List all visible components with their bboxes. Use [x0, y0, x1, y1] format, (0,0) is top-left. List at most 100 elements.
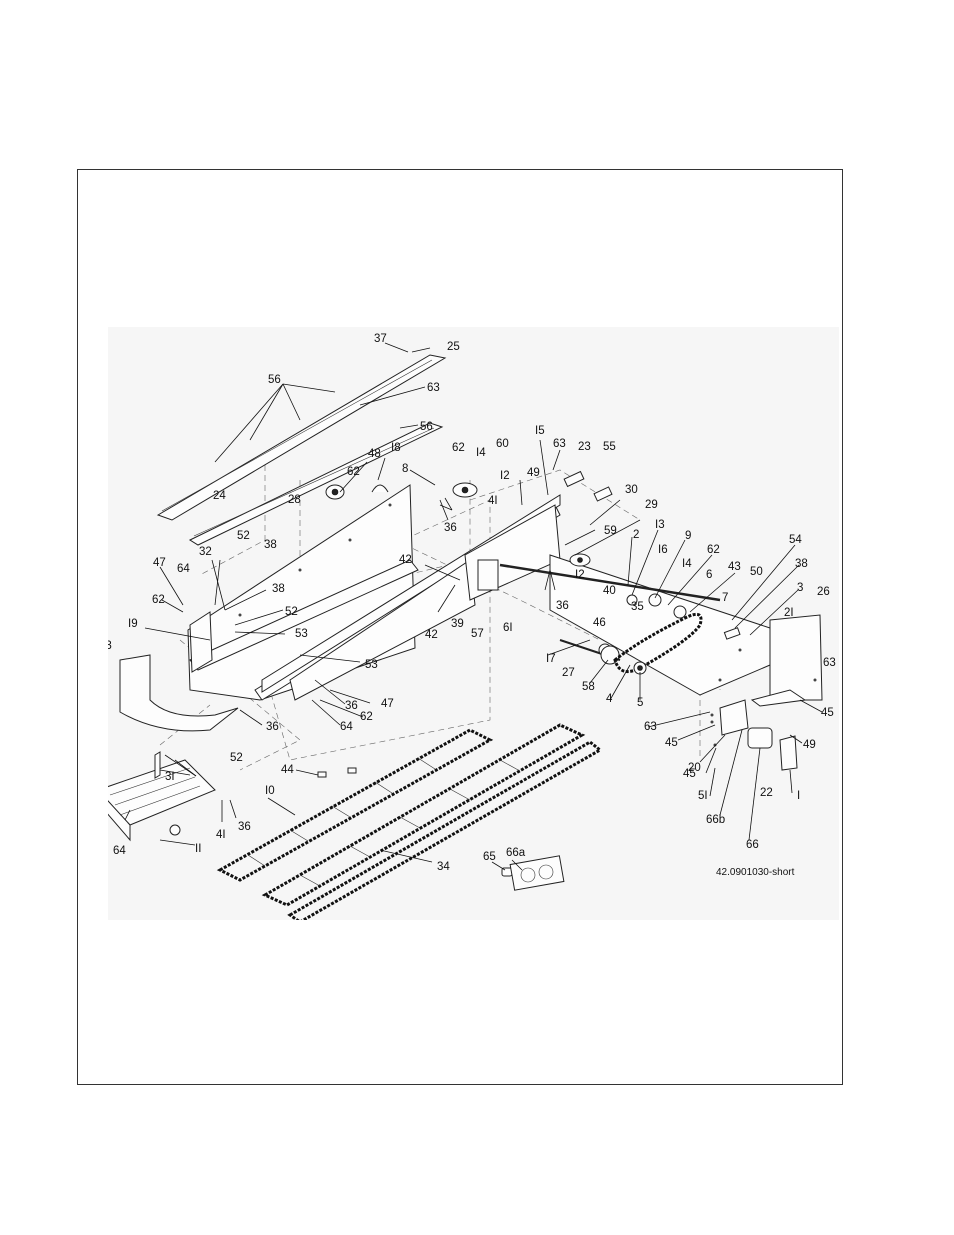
callout-46: 46	[593, 617, 606, 629]
callout-1: I	[797, 790, 800, 802]
bearing-assemblies	[325, 470, 741, 640]
callout-43: 43	[728, 561, 741, 573]
callout-63: 63	[553, 438, 566, 450]
callout-12: I2	[575, 569, 585, 581]
callout-36: 36	[444, 522, 457, 534]
callout-65: 65	[483, 851, 496, 863]
callout-29: 29	[645, 499, 658, 511]
callout-40: 40	[603, 585, 616, 597]
callout-34: 34	[437, 861, 450, 873]
callout-44: 44	[281, 764, 294, 776]
callout-55: 55	[603, 441, 616, 453]
callout-17: I7	[546, 653, 556, 665]
callout-7: 7	[722, 592, 728, 604]
callout-53: 53	[295, 628, 308, 640]
callout-42: 42	[425, 629, 438, 641]
callout-26: 26	[817, 586, 830, 598]
callout-32: 32	[199, 546, 212, 558]
callout-45: 45	[665, 737, 678, 749]
callout-15: I5	[535, 425, 545, 437]
callout-50: 50	[750, 566, 763, 578]
callout-49: 49	[803, 739, 816, 751]
callout-63: 63	[644, 721, 657, 733]
callout-36: 36	[345, 700, 358, 712]
callout-62: 62	[360, 711, 373, 723]
callout-36: 36	[556, 600, 569, 612]
assembly-guide-lines	[159, 455, 721, 771]
callout-11: II	[195, 843, 201, 855]
callout-5: 5	[637, 697, 643, 709]
callout-56: 56	[420, 421, 433, 433]
callout-23: 23	[578, 441, 591, 453]
callout-51: 5I	[698, 790, 708, 802]
callout-47: 47	[153, 557, 166, 569]
callout-8: 8	[402, 463, 408, 475]
callout-45: 45	[683, 768, 696, 780]
upper-side-rail	[156, 354, 447, 546]
callout-52: 52	[237, 530, 250, 542]
callout-22: 22	[760, 787, 773, 799]
callout-9: 9	[685, 530, 691, 542]
callout-18: I8	[391, 442, 401, 454]
callout-59: 59	[604, 525, 617, 537]
exploded-parts-diagram: 37 25 56 63 56 I5 63 62 I4 60 23 55 I8 4…	[108, 327, 839, 920]
callout-64: 64	[113, 845, 126, 857]
callout-30: 30	[625, 484, 638, 496]
callout-36: 36	[238, 821, 251, 833]
callout-27: 27	[562, 667, 575, 679]
callout-66a: 66a	[506, 847, 526, 859]
right-frame-plate	[549, 554, 823, 707]
callout-28: 28	[288, 494, 301, 506]
motor-mount-assembly	[710, 678, 817, 771]
end-guard	[119, 654, 239, 732]
callout-36: 36	[266, 721, 279, 733]
callout-62: 62	[452, 442, 465, 454]
callout-3: 3	[797, 582, 803, 594]
callout-4: 4	[606, 693, 613, 705]
callout-13: I3	[655, 519, 665, 531]
callout-47: 47	[381, 698, 394, 710]
callout-42: 42	[399, 554, 412, 566]
callout-57: 57	[471, 628, 484, 640]
callout-31: 3I	[165, 771, 175, 783]
conveyor-slat-chain	[216, 723, 603, 920]
callout-20: 20	[688, 762, 701, 774]
drawing-reference-number: 42.0901030-short	[716, 867, 795, 878]
callout-48: 48	[368, 448, 381, 460]
callout-33: 33	[108, 640, 112, 652]
callout-41: 4I	[488, 495, 498, 507]
callout-2: 2	[633, 529, 639, 541]
callout-6: 6	[706, 569, 712, 581]
callout-38: 38	[272, 583, 285, 595]
callout-10: I0	[265, 785, 275, 797]
callout-35: 35	[631, 601, 644, 613]
callout-38: 38	[795, 558, 808, 570]
callout-60: 60	[496, 438, 509, 450]
callout-61: 6I	[503, 622, 513, 634]
callout-14: I4	[682, 558, 692, 570]
callout-37: 37	[374, 333, 387, 345]
callout-12: I2	[500, 470, 510, 482]
leader-lines	[124, 342, 823, 871]
callout-56: 56	[268, 374, 281, 386]
callout-63: 63	[823, 657, 836, 669]
callout-45: 45	[821, 707, 834, 719]
callout-58: 58	[582, 681, 595, 693]
callout-52: 52	[285, 606, 298, 618]
callout-63: 63	[427, 382, 440, 394]
callout-54: 54	[789, 534, 802, 546]
callout-39: 39	[451, 618, 464, 630]
callout-52: 52	[230, 752, 243, 764]
callout-49: 49	[527, 467, 540, 479]
callout-41: 4I	[216, 829, 226, 841]
callout-64: 64	[177, 563, 190, 575]
callout-16: I6	[658, 544, 668, 556]
callout-19: I9	[128, 618, 138, 630]
drive-chain	[613, 612, 703, 675]
callout-14: I4	[476, 447, 486, 459]
callout-38: 38	[264, 539, 277, 551]
drawing-frame	[77, 169, 843, 1085]
callout-62: 62	[707, 544, 720, 556]
hardware-kit	[317, 767, 565, 891]
callout-labels: 37 25 56 63 56 I5 63 62 I4 60 23 55 I8 4…	[108, 333, 836, 878]
